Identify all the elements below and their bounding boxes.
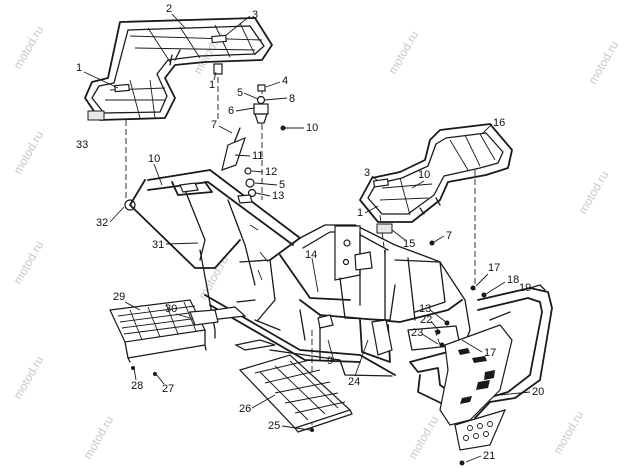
callout-24: 24 (348, 376, 360, 388)
callout-9: 9 (327, 355, 333, 367)
leader-31 (165, 242, 199, 245)
watermark: motod.ru (575, 168, 611, 216)
watermark: motod.ru (550, 408, 586, 456)
main-frame (129, 169, 471, 377)
callout-3: 3 (364, 167, 370, 179)
callout-32: 32 (96, 217, 108, 229)
callout-20: 20 (532, 386, 544, 398)
callout-labels: 1 2 3 1 4 5 8 6 10 33 7 11 10 12 5 13 32… (76, 3, 544, 462)
callout-17: 17 (488, 262, 500, 274)
callout-19: 19 (519, 282, 531, 294)
watermark: motod.ru (10, 128, 46, 176)
watermark: motod.ru (405, 413, 441, 461)
callout-1: 1 (76, 62, 82, 74)
callout-10: 10 (418, 169, 430, 181)
callout-29: 29 (113, 291, 125, 303)
callout-1: 1 (357, 207, 363, 219)
callout-5: 5 (237, 87, 243, 99)
callout-21: 21 (483, 450, 495, 462)
callout-8: 8 (289, 93, 295, 105)
callout-26: 26 (239, 403, 251, 415)
watermark: motod.ru (10, 353, 46, 401)
watermark: motod.ru (585, 38, 621, 86)
footrest (109, 299, 219, 363)
callout-10: 10 (148, 153, 160, 165)
rear-bumper (409, 284, 553, 451)
callout-11: 11 (252, 150, 263, 162)
callout-13: 13 (419, 303, 431, 315)
callout-31: 31 (152, 239, 164, 251)
callout-23: 23 (411, 327, 423, 339)
decal-15 (376, 223, 393, 234)
watermark: motod.ru (80, 413, 116, 461)
callout-18: 18 (507, 274, 519, 286)
callout-2: 2 (166, 3, 172, 15)
callout-5: 5 (279, 179, 285, 191)
watermark: motod.ru (385, 28, 421, 76)
watermark: motod.ru (10, 238, 46, 286)
callout-7: 7 (211, 119, 217, 131)
callout-22: 22 (420, 314, 432, 326)
skid-plate (238, 354, 353, 433)
watermark: motod.ru (10, 23, 46, 71)
callout-4: 4 (282, 75, 288, 87)
rear-rack (359, 123, 513, 223)
callout-30: 30 (165, 303, 177, 315)
callout-15: 15 (403, 238, 415, 250)
front-rack (84, 17, 273, 121)
callout-25: 25 (268, 420, 280, 432)
callout-17: 17 (484, 347, 496, 359)
callout-33: 33 (76, 139, 88, 151)
callout-27: 27 (162, 383, 174, 395)
callout-3: 3 (252, 9, 258, 21)
callout-7: 7 (446, 230, 452, 242)
callout-10: 10 (306, 122, 318, 134)
callout-13: 13 (272, 190, 284, 202)
decal-33 (87, 110, 105, 121)
callout-12: 12 (265, 166, 277, 178)
callout-14: 14 (305, 249, 317, 261)
leader-lines (83, 13, 531, 463)
leader-14 (311, 257, 319, 293)
callout-6: 6 (228, 105, 234, 117)
watermark: motod.ru (195, 253, 231, 301)
callout-16: 16 (493, 117, 505, 129)
hardware (124, 63, 487, 466)
callout-28: 28 (131, 380, 143, 392)
callout-1: 1 (209, 79, 215, 91)
